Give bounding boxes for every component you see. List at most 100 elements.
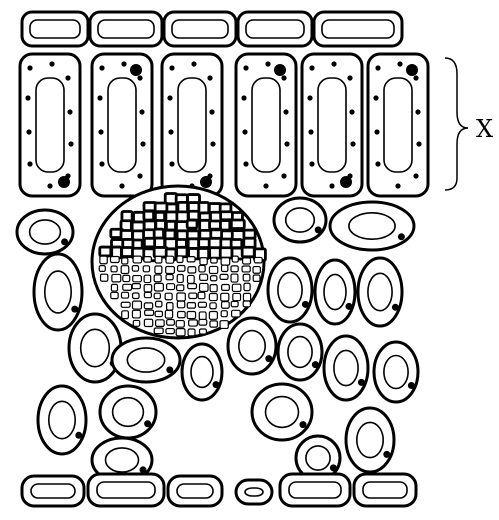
phloem-cell: [210, 276, 216, 281]
phloem-cell: [210, 285, 217, 292]
epidermal-cell: [168, 476, 222, 506]
chloroplast: [263, 183, 268, 188]
spongy-cell: [374, 342, 418, 402]
phloem-cell: [111, 266, 117, 272]
epidermal-cell: [164, 12, 236, 46]
chloroplast: [137, 75, 142, 80]
phloem-cell: [166, 266, 175, 273]
chloroplast: [49, 61, 54, 66]
phloem-cell: [232, 310, 241, 317]
phloem-cell: [121, 302, 130, 307]
spongy-cell: [182, 344, 222, 400]
chloroplast: [121, 61, 126, 66]
chloroplast: [167, 95, 172, 100]
phloem-cell: [166, 329, 174, 334]
xylem-cell: [177, 247, 187, 256]
xylem-cell: [220, 248, 232, 258]
phloem-cell: [244, 283, 250, 290]
chloroplast: [119, 183, 124, 188]
phloem-cell: [253, 267, 260, 274]
chloroplast: [139, 109, 144, 114]
phloem-cell: [243, 258, 251, 264]
chloroplast: [397, 61, 402, 66]
phloem-cell: [211, 258, 218, 263]
chloroplast: [331, 61, 336, 66]
chloroplast: [300, 421, 307, 428]
phloem-cell: [222, 285, 230, 291]
chloroplast: [329, 183, 334, 188]
chloroplast: [284, 141, 289, 146]
phloem-cell: [198, 292, 205, 298]
chloroplast: [209, 109, 214, 114]
phloem-cell: [122, 258, 128, 264]
phloem-cell: [154, 275, 161, 282]
phloem-cell: [121, 266, 129, 274]
phloem-cell: [143, 266, 149, 272]
chloroplast: [242, 129, 247, 134]
chloroplast: [347, 75, 352, 80]
chloroplast: [98, 129, 103, 134]
chloroplast: [308, 129, 313, 134]
chloroplast: [374, 129, 379, 134]
spongy-cell: [69, 314, 121, 382]
phloem-cell: [176, 321, 184, 328]
spongy-cell: [358, 258, 402, 326]
chloroplast: [413, 173, 418, 178]
chloroplast: [392, 304, 399, 311]
xylem-cell: [242, 247, 254, 257]
phloem-cell: [189, 320, 198, 326]
chloroplast: [416, 141, 421, 146]
chloroplast: [207, 75, 212, 80]
chloroplast: [67, 109, 72, 114]
phloem-cell: [242, 266, 250, 272]
phloem-cell: [133, 256, 141, 263]
phloem-cell: [112, 274, 121, 281]
chloroplast: [358, 379, 365, 386]
phloem-cell: [177, 293, 186, 301]
phloem-cell: [210, 321, 217, 327]
phloem-cell: [177, 256, 183, 262]
phloem-cell: [221, 258, 230, 265]
phloem-cell: [132, 266, 138, 271]
phloem-cell: [155, 256, 162, 263]
phloem-cell: [144, 303, 152, 309]
chloroplast: [350, 141, 355, 146]
phloem-cell: [165, 310, 172, 318]
phloem-cell: [200, 258, 207, 265]
chloroplast: [137, 173, 142, 178]
palisade-cell: [20, 54, 80, 196]
palisade-cell: [302, 54, 362, 196]
phloem-cell: [144, 285, 152, 292]
chloroplast: [65, 75, 70, 80]
palisade-cell: [162, 54, 222, 196]
chloroplast: [330, 464, 337, 471]
chloroplast: [166, 366, 173, 373]
phloem-cell: [233, 293, 241, 300]
chloroplast: [144, 420, 151, 427]
xylem-cell: [220, 221, 229, 230]
phloem-cell: [199, 319, 207, 325]
epidermal-cell: [236, 480, 272, 504]
phloem-cell: [243, 293, 250, 301]
phloem-cell: [111, 284, 117, 291]
chloroplast: [375, 65, 380, 70]
phloem-cell: [154, 283, 163, 291]
spongy-cell: [38, 386, 86, 454]
chloroplast: [169, 161, 174, 166]
phloem-cell: [176, 329, 185, 336]
phloem-cell: [198, 302, 206, 307]
phloem-cell: [154, 328, 163, 334]
phloem-cell: [232, 284, 241, 291]
spongy-cell: [278, 324, 322, 380]
phloem-cell: [111, 292, 118, 298]
chloroplast: [75, 432, 82, 439]
phloem-cell: [177, 301, 184, 308]
spongy-cell: [315, 260, 355, 324]
chloroplast: [309, 65, 314, 70]
xylem-cell: [100, 247, 111, 256]
vascular-bundle: [92, 186, 265, 338]
chloroplast: [140, 141, 145, 146]
phloem-cell: [166, 274, 173, 279]
phloem-cell: [155, 311, 162, 316]
